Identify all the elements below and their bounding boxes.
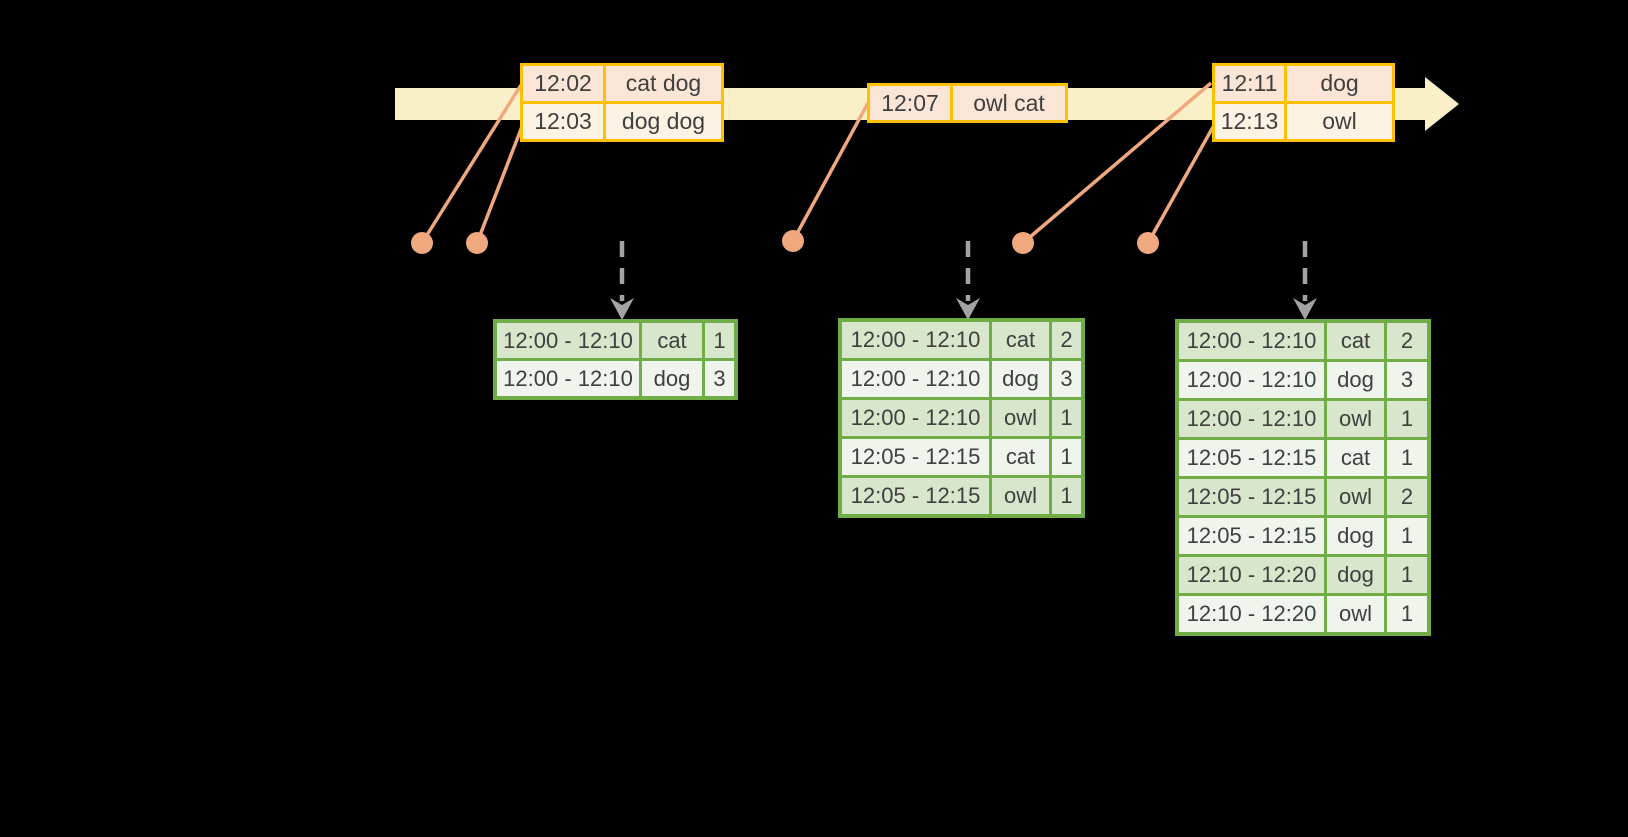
count-cell: 3 — [705, 361, 734, 396]
event-dot-icon — [1012, 232, 1034, 254]
word-cell: owl — [1327, 401, 1384, 437]
count-cell: 1 — [705, 323, 734, 358]
event-words-cell: owl cat — [953, 86, 1065, 120]
event-table-3: 12:11 dog 12:13 owl — [1212, 63, 1395, 142]
word-cell: cat — [992, 439, 1049, 475]
word-cell: cat — [1327, 440, 1384, 476]
window-cell: 12:00 - 12:10 — [1179, 362, 1324, 398]
event-dot-icon — [466, 232, 488, 254]
word-cell: dog — [1327, 362, 1384, 398]
event-words-cell: owl — [1287, 104, 1392, 139]
window-cell: 12:05 - 12:15 — [1179, 479, 1324, 515]
event-dot-icon — [411, 232, 433, 254]
window-cell: 12:05 - 12:15 — [1179, 518, 1324, 554]
event-words-cell: cat dog — [606, 66, 721, 101]
window-cell: 12:00 - 12:10 — [497, 323, 639, 358]
window-cell: 12:00 - 12:10 — [842, 322, 989, 358]
window-cell: 12:00 - 12:10 — [842, 400, 989, 436]
count-cell: 2 — [1052, 322, 1081, 358]
count-cell: 1 — [1387, 440, 1427, 476]
count-cell: 1 — [1052, 478, 1081, 514]
trigger-arrowhead-icon — [1293, 298, 1317, 320]
event-time-cell: 12:03 — [523, 104, 603, 139]
count-cell: 2 — [1387, 323, 1427, 359]
word-cell: dog — [1327, 557, 1384, 593]
word-cell: dog — [1327, 518, 1384, 554]
count-cell: 1 — [1387, 401, 1427, 437]
window-cell: 12:00 - 12:10 — [1179, 401, 1324, 437]
window-cell: 12:10 - 12:20 — [1179, 557, 1324, 593]
window-cell: 12:05 - 12:15 — [1179, 440, 1324, 476]
event-words-cell: dog dog — [606, 104, 721, 139]
event-time-cell: 12:07 — [870, 86, 950, 120]
word-cell: dog — [642, 361, 702, 396]
event-table-2: 12:07 owl cat — [867, 83, 1068, 123]
word-cell: cat — [642, 323, 702, 358]
word-cell: owl — [992, 400, 1049, 436]
event-connector-line — [1021, 81, 1213, 245]
count-cell: 3 — [1387, 362, 1427, 398]
event-table-1: 12:02 cat dog 12:03 dog dog — [520, 63, 724, 142]
event-dot-icon — [782, 230, 804, 252]
window-cell: 12:00 - 12:10 — [497, 361, 639, 396]
event-connector-line — [420, 84, 523, 244]
window-cell: 12:10 - 12:20 — [1179, 596, 1324, 632]
event-connector-line — [475, 123, 525, 244]
word-cell: cat — [1327, 323, 1384, 359]
window-cell: 12:00 - 12:10 — [842, 361, 989, 397]
event-time-cell: 12:11 — [1215, 66, 1284, 101]
window-cell: 12:05 - 12:15 — [842, 478, 989, 514]
count-cell: 1 — [1387, 518, 1427, 554]
count-cell: 1 — [1052, 400, 1081, 436]
event-dot-icon — [1137, 232, 1159, 254]
count-cell: 2 — [1387, 479, 1427, 515]
timeline-arrowhead-icon — [1425, 77, 1459, 131]
event-time-cell: 12:02 — [523, 66, 603, 101]
count-cell: 1 — [1387, 557, 1427, 593]
trigger-arrowhead-icon — [610, 298, 634, 320]
count-cell: 3 — [1052, 361, 1081, 397]
count-cell: 1 — [1387, 596, 1427, 632]
trigger-arrowhead-icon — [956, 298, 980, 320]
word-cell: cat — [992, 322, 1049, 358]
window-cell: 12:05 - 12:15 — [842, 439, 989, 475]
event-time-cell: 12:13 — [1215, 104, 1284, 139]
word-cell: owl — [992, 478, 1049, 514]
event-connector-line — [791, 102, 870, 242]
event-connector-line — [1146, 126, 1215, 244]
event-words-cell: dog — [1287, 66, 1392, 101]
result-table-2: 12:00 - 12:10 cat 2 12:00 - 12:10 dog 3 … — [838, 318, 1085, 518]
window-cell: 12:00 - 12:10 — [1179, 323, 1324, 359]
word-cell: dog — [992, 361, 1049, 397]
result-table-1: 12:00 - 12:10 cat 1 12:00 - 12:10 dog 3 — [493, 319, 738, 400]
result-table-3: 12:00 - 12:10 cat 2 12:00 - 12:10 dog 3 … — [1175, 319, 1431, 636]
count-cell: 1 — [1052, 439, 1081, 475]
word-cell: owl — [1327, 596, 1384, 632]
word-cell: owl — [1327, 479, 1384, 515]
